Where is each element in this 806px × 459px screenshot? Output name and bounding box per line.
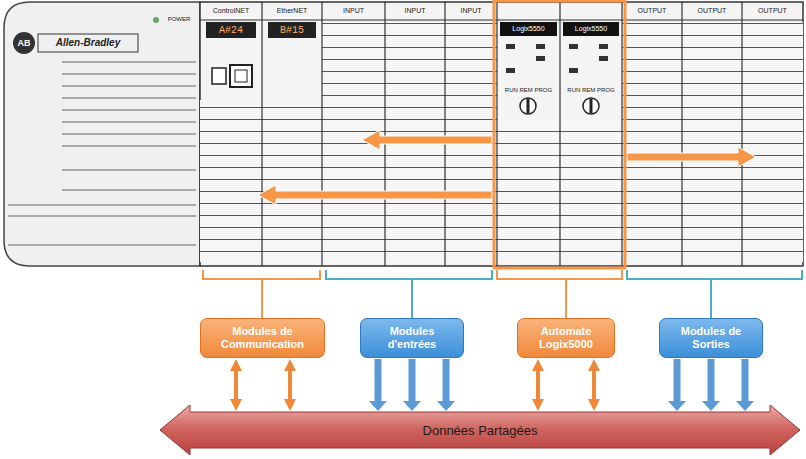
ab-logo (13, 32, 35, 54)
module-body (622, 22, 803, 262)
rj45-port (235, 70, 247, 82)
chassis-label: OUTPUT (624, 6, 680, 15)
data-flow-arrow (288, 371, 292, 399)
data-flow-arrow (742, 359, 749, 401)
box-label: Modules de Communication (211, 325, 314, 351)
box-label: Modules d'entrées (371, 325, 453, 351)
controller-header (500, 22, 557, 36)
chassis-label: Allen-Bradley (39, 36, 137, 49)
power-supply (4, 2, 200, 266)
slot-dividers (262, 2, 742, 266)
module-body (200, 100, 322, 262)
data-flow-arrow (375, 359, 382, 401)
double-arrow-outline (160, 405, 800, 455)
data-flow-arrow (234, 371, 238, 399)
chassis-label: OUTPUT (684, 6, 740, 15)
controller-highlight (494, 1, 625, 268)
port (212, 68, 226, 84)
power-led (153, 17, 159, 23)
data-flow-arrow (443, 359, 450, 401)
module-group-box: Modules de Communication (200, 318, 325, 358)
module-group-box: Modules de Sorties (659, 318, 763, 358)
group-brackets (203, 270, 802, 318)
chassis-label: AB (13, 37, 35, 49)
module-body (322, 22, 497, 262)
display (268, 22, 316, 38)
box-label: Automate Logix5000 (528, 325, 604, 351)
header-line (200, 20, 803, 21)
box-label: Données Partagées (423, 423, 538, 438)
controller-header (563, 22, 619, 36)
chassis-label: ControlNET (202, 6, 260, 15)
flow-arrow (627, 147, 756, 167)
data-flow-arrow (536, 371, 540, 399)
brand-plate (38, 34, 138, 52)
chassis-label: Logix5550 (499, 24, 558, 33)
chassis (200, 2, 803, 266)
flow-arrow (362, 130, 492, 150)
chassis-label: RUN REM PROG (562, 86, 620, 94)
chassis-label: A#24 (208, 24, 254, 37)
chassis-label: RUN REM PROG (499, 86, 558, 94)
flow-arrow (258, 185, 492, 205)
chassis-label: INPUT (387, 6, 443, 15)
chassis-label: INPUT (324, 6, 383, 15)
chassis-label: OUTPUT (744, 6, 801, 15)
module-group-box: Modules d'entrées (360, 318, 464, 358)
chassis-label: Logix5550 (562, 24, 620, 33)
status-leds (506, 44, 608, 73)
chassis-label: EtherNET (264, 6, 320, 15)
chassis-label: B#15 (270, 24, 314, 37)
box-label: Modules de Sorties (670, 325, 752, 351)
display (206, 22, 256, 38)
chassis-label: POWER (160, 15, 198, 23)
data-flow-arrow (592, 371, 596, 399)
power-supply-lines (8, 62, 196, 245)
rj45-port (230, 65, 252, 87)
data-flow-arrow (409, 359, 416, 401)
shared-data-arrow: Données Partagées (160, 405, 800, 455)
chassis-label: INPUT (447, 6, 495, 15)
module-group-box: Automate Logix5000 (517, 318, 615, 358)
data-flow-arrow (674, 359, 681, 401)
data-flow-arrow (708, 359, 715, 401)
key-switch (520, 98, 599, 114)
